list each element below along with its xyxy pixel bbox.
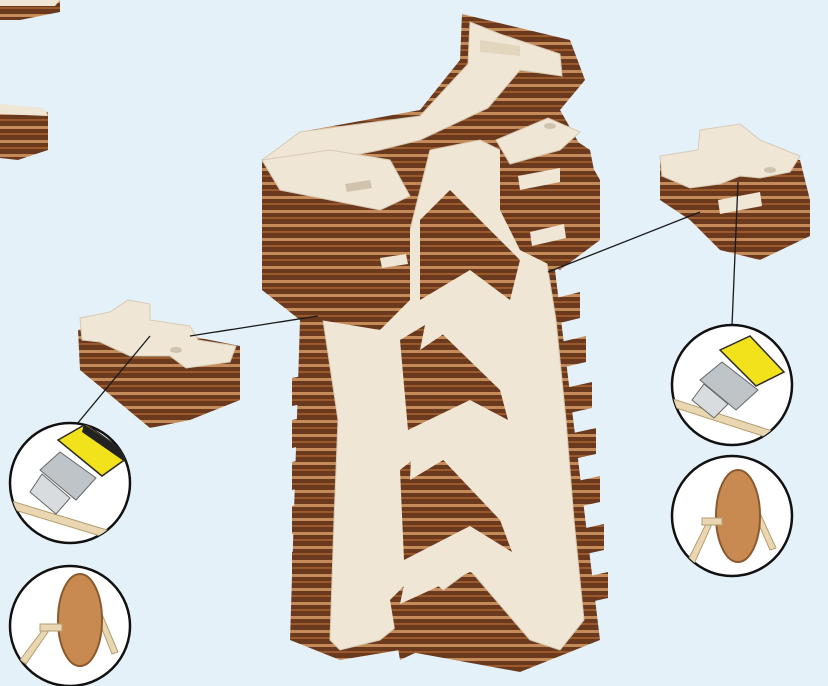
mid-left-fragment: [0, 104, 48, 160]
right-wheel-callout: [672, 456, 792, 576]
left-connector-piece: [78, 300, 240, 428]
tower-frame: [262, 14, 608, 672]
right-cutter-callout: [670, 325, 800, 448]
left-cutter-callout: [8, 423, 140, 548]
top-left-fragment: [0, 0, 60, 20]
left-wheel-callout: [10, 566, 130, 686]
